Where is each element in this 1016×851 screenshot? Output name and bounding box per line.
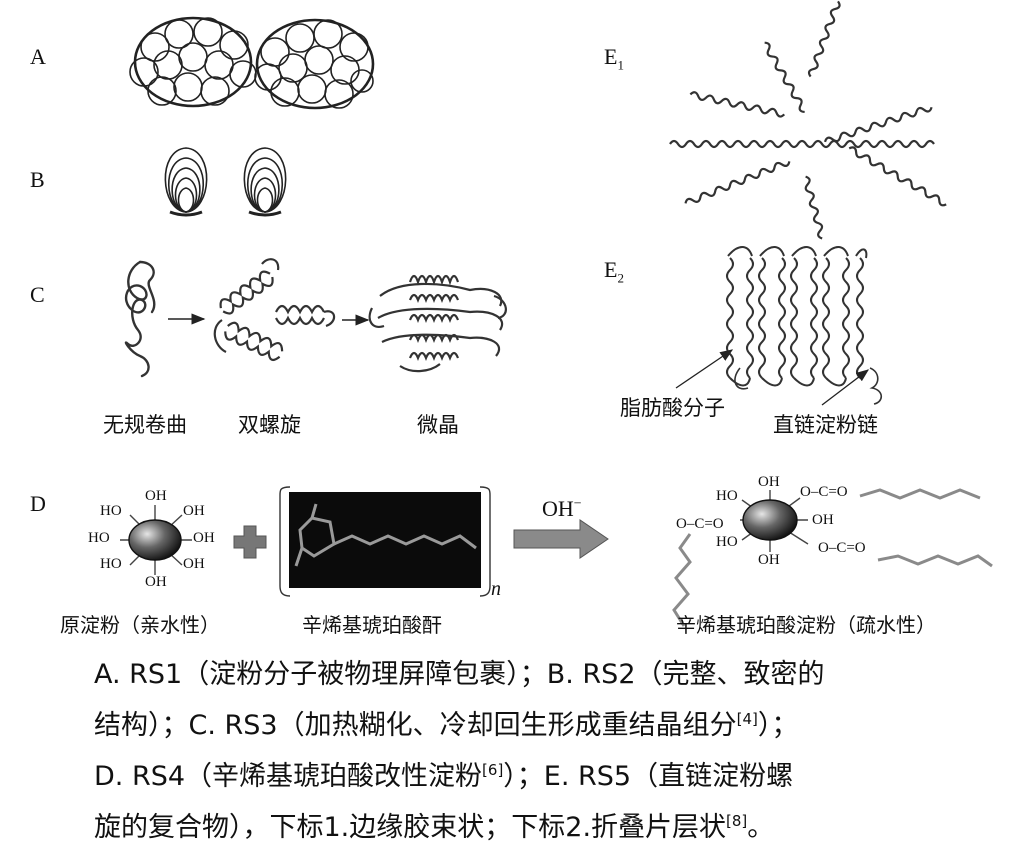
ho-label: HO [100,556,122,573]
native-starch-caption: 原淀粉（亲水性） [60,609,220,638]
rs2-granule-right [244,148,285,215]
oh-label: OH [193,530,215,547]
caption-line-4: 旋的复合物），下标1.边缘胶束状；下标2.折叠片层状[8]。 [94,799,994,850]
reaction-condition: OH− [542,496,582,522]
oh-label: OH [758,552,780,569]
ester-label: O–C=O [818,540,866,557]
oh-label: OH [812,512,834,529]
ester-label: O–C=O [800,484,848,501]
figure-caption: A. RS1（淀粉分子被物理屏障包裹）；B. RS2（完整、致密的 结构）；C.… [94,652,994,850]
repeat-unit-n: n [491,578,501,601]
rs2-granule-left [165,148,206,215]
fringed-micelle [670,0,948,239]
osa-reagent [280,487,490,596]
folded-lamella [727,247,881,404]
ho-label: HO [88,530,110,547]
oh-label: OH [145,574,167,591]
oh-label: OH [183,556,205,573]
double-helix [215,259,334,362]
amylose-chain-label: 直链淀粉链 [773,409,878,439]
rs1-granule-left [130,18,256,106]
native-starch-granule [120,505,192,575]
ho-label: HO [100,503,122,520]
reaction-arrow [514,520,608,558]
fatty-acid-label: 脂肪酸分子 [620,392,725,422]
random-coil-caption: 无规卷曲 [103,409,187,439]
plus-icon [234,526,266,558]
microcrystal-caption: 微晶 [417,409,459,439]
rs1-granule-right [255,20,373,108]
random-coil [126,262,154,376]
fatty-acid-pointer [676,350,732,388]
oh-label: OH [145,488,167,505]
osa-reagent-caption: 辛烯基琥珀酸酐 [302,609,442,638]
caption-line-3: D. RS4（辛烯基琥珀酸改性淀粉[6]）；E. RS5（直链淀粉螺 [94,748,994,799]
caption-line-1: A. RS1（淀粉分子被物理屏障包裹）；B. RS2（完整、致密的 [94,652,994,697]
ho-label: HO [716,534,738,551]
double-helix-caption: 双螺旋 [238,409,301,439]
osa-starch-granule [674,490,992,626]
oh-label: OH [183,503,205,520]
oh-label: OH [758,474,780,491]
ho-label: HO [716,488,738,505]
microcrystal [370,276,506,371]
osa-starch-caption: 辛烯基琥珀酸淀粉（疏水性） [676,609,936,638]
caption-line-2: 结构）；C. RS3（加热糊化、冷却回生形成重结晶组分[4]）； [94,697,994,748]
ester-label: O–C=O [676,516,724,533]
